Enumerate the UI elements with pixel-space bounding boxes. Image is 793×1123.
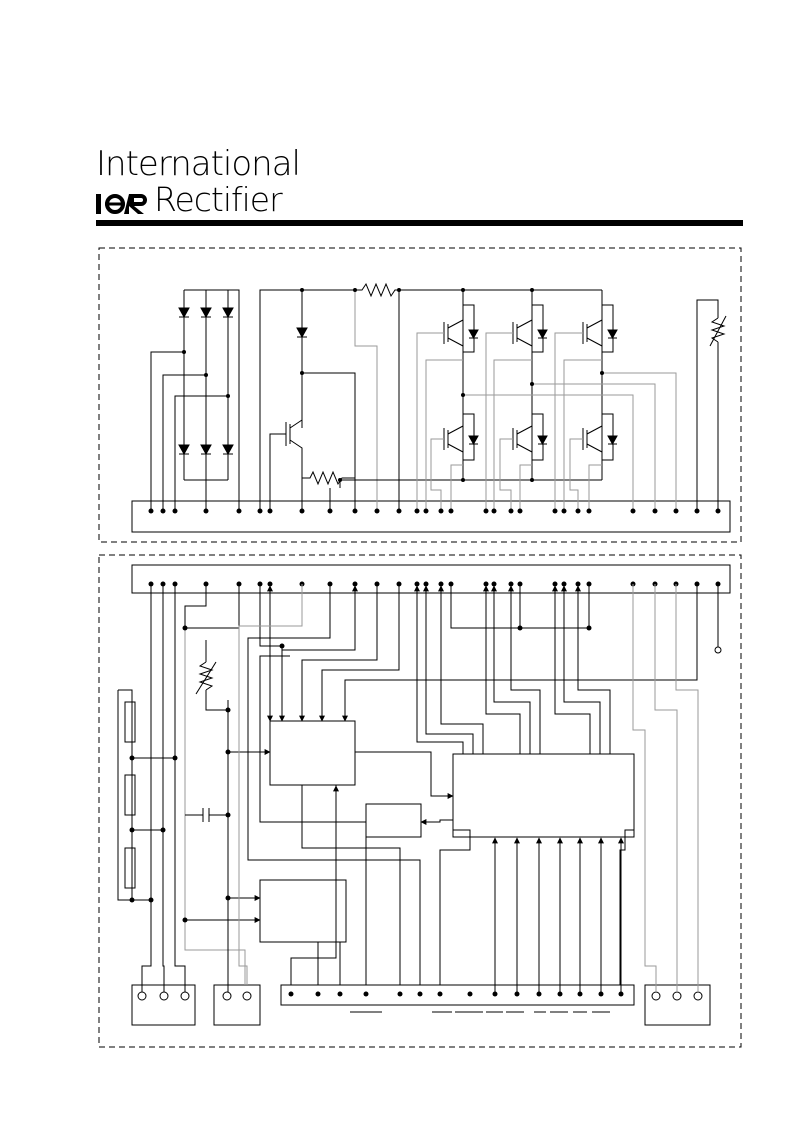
input-connector-mid (213, 984, 261, 1026)
inverter-igbt-bridge (340, 290, 677, 511)
logic-connector (280, 984, 635, 1006)
bridge-rectifier (150, 289, 240, 511)
power-stage-section (98, 247, 742, 543)
control-board-section (98, 554, 742, 1048)
control-board-boundary (98, 554, 742, 1048)
thermistor (696, 299, 727, 511)
company-logo: International Rectifier (96, 140, 301, 220)
shunt-resistors (117, 689, 175, 901)
logo-text-rectifier: Rectifier (154, 180, 283, 219)
gate-driver-ic-block (452, 753, 635, 838)
header-rule (96, 220, 743, 226)
logo-text-international: International (96, 144, 301, 184)
power-supply-block (259, 879, 347, 943)
control-connector-strip (131, 564, 731, 594)
logic-input-arrows (492, 837, 624, 994)
logic-connector-dots (129, 625, 624, 997)
dc-bus-resistor (355, 282, 602, 298)
power-stage-boundary (98, 247, 742, 543)
power-connector-strip (131, 500, 731, 533)
control-terminal-dots (148, 581, 721, 587)
interface-block (365, 803, 422, 838)
strip-arrows (267, 585, 581, 800)
ior-logo-mark (96, 194, 147, 214)
power-terminal-dots (148, 288, 721, 514)
current-sense-block (269, 720, 356, 786)
brake-chopper (259, 289, 356, 511)
